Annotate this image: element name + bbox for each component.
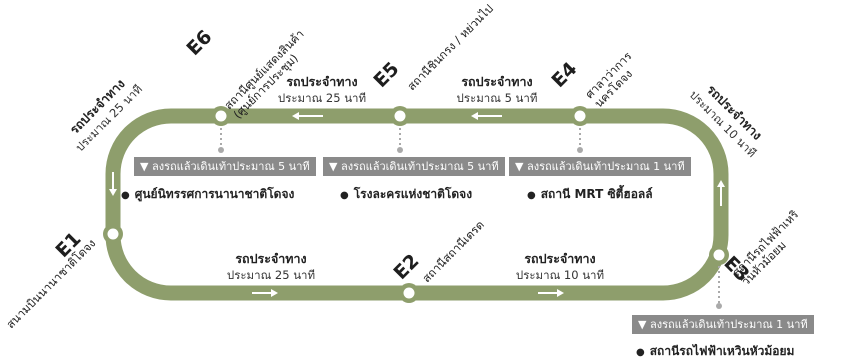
station-marker-e1 — [103, 224, 123, 244]
segment-label-e2-e3: รถประจำทาง ประมาณ 10 นาที — [515, 251, 605, 283]
walk-dot-e3 — [716, 303, 722, 309]
walk-dot-e5 — [397, 147, 403, 153]
destination-label: ศูนย์นิทรรศการนานาชาติโดจง — [134, 187, 295, 201]
segment-label-e5-e6: รถประจำทาง ประมาณ 25 นาที — [277, 74, 367, 106]
destination-e5: ● โรงละครแห่งชาติโดจง — [340, 185, 472, 204]
segment-time: ประมาณ 25 นาที — [226, 268, 316, 282]
segment-title: รถประจำทาง — [286, 74, 358, 89]
destination-label: สถานีรถไฟฟ้าเหวินหัวม้อยม — [649, 344, 795, 358]
destination-e6: ● ศูนย์นิทรรศการนานาชาติโดจง — [121, 185, 294, 204]
direction-arrow-e1-e2 — [252, 289, 278, 297]
walk-badge-e6: ▼ ลงรถแล้วเดินเท้าประมาณ 5 นาที — [134, 157, 316, 176]
direction-arrow-e5-e6 — [292, 112, 323, 120]
segment-title: รถประจำทาง — [461, 74, 533, 89]
bullet-icon: ● — [527, 190, 536, 201]
station-marker-e4 — [570, 106, 590, 126]
segment-title: รถประจำทาง — [524, 251, 596, 266]
bullet-icon: ● — [121, 190, 130, 201]
segment-time: ประมาณ 10 นาที — [515, 268, 605, 282]
bullet-icon: ● — [636, 347, 645, 358]
direction-arrow-e3-e4 — [717, 180, 725, 206]
destination-label: สถานี MRT ซิตี้ฮอลล์ — [540, 187, 653, 201]
destination-label: โรงละครแห่งชาติโดจง — [353, 187, 473, 201]
station-marker-e5 — [390, 106, 410, 126]
station-marker-e3 — [709, 245, 729, 265]
bullet-icon: ● — [340, 190, 349, 201]
segment-time: ประมาณ 5 นาที — [456, 91, 538, 105]
walk-dot-e6 — [218, 147, 224, 153]
walk-badge-e3: ▼ ลงรถแล้วเดินเท้าประมาณ 1 นาที — [632, 315, 814, 334]
direction-arrow-e6-e1 — [109, 172, 117, 196]
direction-arrow-e2-e3 — [538, 289, 564, 297]
destination-e4: ● สถานี MRT ซิตี้ฮอลล์ — [527, 185, 653, 204]
destination-e3: ● สถานีรถไฟฟ้าเหวินหัวม้อยม — [636, 342, 794, 358]
station-marker-e6 — [211, 106, 231, 126]
walk-badge-e5: ▼ ลงรถแล้วเดินเท้าประมาณ 5 นาที — [323, 157, 505, 176]
walk-badge-e4: ▼ ลงรถแล้วเดินเท้าประมาณ 1 นาที — [509, 157, 691, 176]
direction-arrow-e4-e5 — [471, 112, 502, 120]
segment-label-e1-e2: รถประจำทาง ประมาณ 25 นาที — [226, 251, 316, 283]
segment-title: รถประจำทาง — [235, 251, 307, 266]
segment-label-e4-e5: รถประจำทาง ประมาณ 5 นาที — [452, 74, 542, 106]
segment-time: ประมาณ 25 นาที — [277, 91, 367, 105]
station-marker-e2 — [399, 283, 419, 303]
walk-dot-e4 — [577, 147, 583, 153]
